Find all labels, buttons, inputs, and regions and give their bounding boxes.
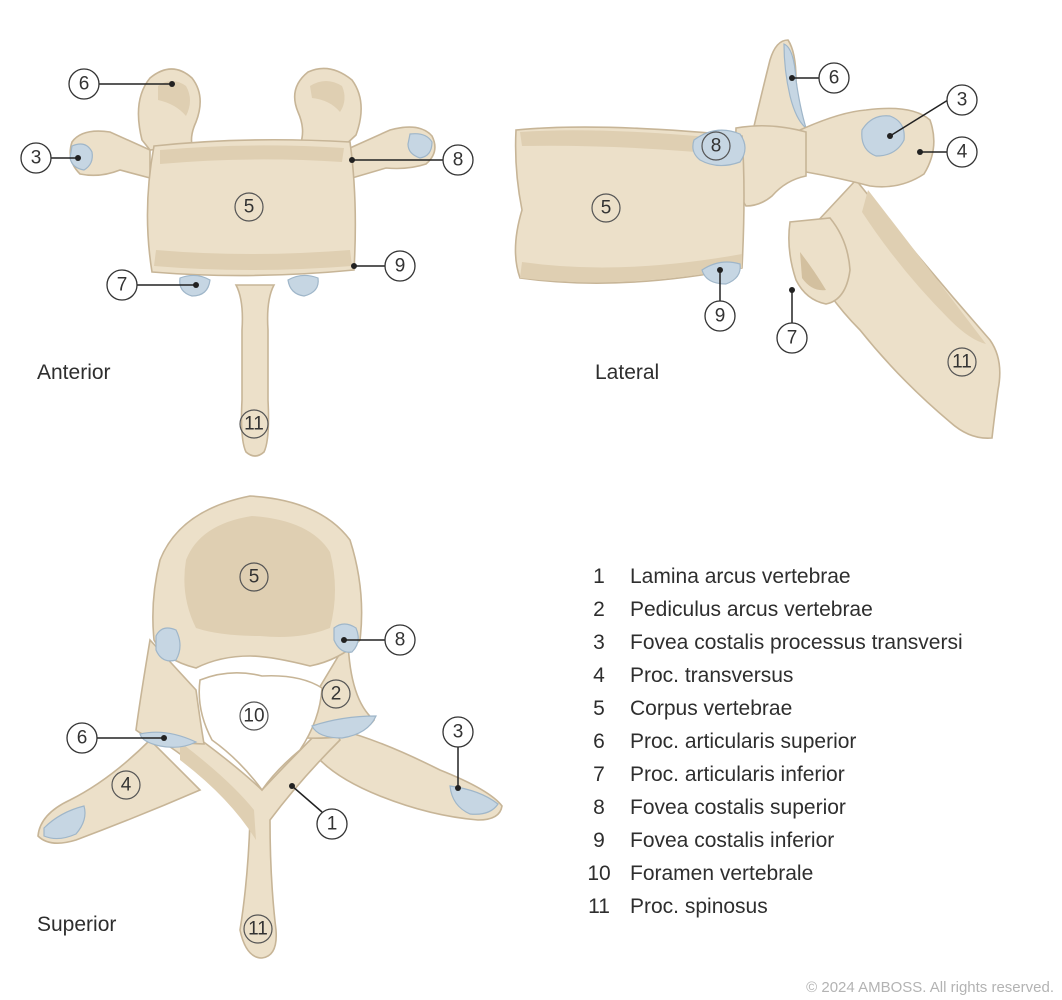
- legend-item: 5 Corpus vertebrae: [578, 692, 963, 725]
- svg-text:8: 8: [711, 136, 722, 157]
- superior-view-label: Superior: [37, 913, 117, 936]
- anterior-label-11: 11: [239, 409, 269, 439]
- svg-text:7: 7: [787, 328, 798, 349]
- legend-number: 3: [593, 630, 605, 654]
- legend-number: 5: [593, 696, 605, 720]
- superior-label-10: 10: [239, 701, 269, 731]
- superior-label-2: 2: [321, 679, 351, 709]
- svg-text:8: 8: [395, 630, 406, 651]
- legend-number: 4: [593, 663, 605, 687]
- svg-text:4: 4: [957, 142, 968, 163]
- copyright-notice: © 2024 AMBOSS. All rights reserved.: [806, 979, 1054, 996]
- legend-item: 10 Foramen vertebrale: [578, 857, 963, 890]
- svg-text:11: 11: [244, 414, 264, 435]
- callout-anterior-8: 8: [442, 144, 474, 176]
- legend-label: Proc. articularis superior: [630, 729, 857, 753]
- svg-text:2: 2: [331, 684, 342, 705]
- superior-label-5: 5: [239, 562, 269, 592]
- svg-text:5: 5: [601, 198, 612, 219]
- legend-label: Proc. transversus: [630, 663, 794, 687]
- legend-label: Fovea costalis superior: [630, 795, 846, 819]
- legend-item: 11 Proc. spinosus: [578, 890, 963, 923]
- legend: 1 Lamina arcus vertebrae 2 Pediculus arcus…: [578, 560, 963, 923]
- callout-lateral-4: 4: [946, 136, 978, 168]
- callout-lateral-3: 3: [946, 84, 978, 116]
- lateral-label-8: 8: [701, 131, 731, 161]
- legend-item: 4 Proc. transversus: [578, 659, 963, 692]
- superior-vertebra: [37, 495, 503, 959]
- legend-label: Fovea costalis processus transversi: [630, 630, 963, 654]
- legend-number: 8: [593, 795, 605, 819]
- legend-item: 2 Pediculus arcus vertebrae: [578, 593, 963, 626]
- callout-anterior-3: 3: [20, 142, 52, 174]
- svg-text:6: 6: [829, 68, 840, 89]
- callouts: 6 3 8 9 7 6 3 4 9 7 6 8 3 1: [20, 62, 978, 840]
- legend-label: Pediculus arcus vertebrae: [630, 597, 873, 621]
- anterior-view-label: Anterior: [37, 361, 111, 384]
- anterior-label-5: 5: [234, 192, 264, 222]
- svg-text:5: 5: [249, 567, 260, 588]
- svg-text:3: 3: [957, 90, 968, 111]
- callout-anterior-7: 7: [106, 269, 138, 301]
- legend-item: 7 Proc. articularis inferior: [578, 758, 963, 791]
- lateral-label-5: 5: [591, 193, 621, 223]
- lateral-vertebra: [514, 39, 1001, 439]
- legend-number: 9: [593, 828, 605, 852]
- legend-number: 6: [593, 729, 605, 753]
- anterior-vertebra: [69, 67, 436, 457]
- callout-anterior-9: 9: [384, 250, 416, 282]
- svg-text:3: 3: [31, 148, 42, 169]
- callout-anterior-6: 6: [68, 68, 100, 100]
- svg-text:11: 11: [952, 352, 972, 373]
- legend-label: Lamina arcus vertebrae: [630, 564, 851, 588]
- legend-item: 3 Fovea costalis processus transversi: [578, 626, 963, 659]
- legend-number: 10: [587, 861, 611, 885]
- in-bone-labels: 5 11 8 5 11 5 2 10 4 11: [111, 131, 977, 944]
- callout-lateral-7: 7: [776, 322, 808, 354]
- legend-item: 6 Proc. articularis superior: [578, 725, 963, 758]
- legend-label: Fovea costalis inferior: [630, 828, 835, 852]
- callout-lateral-6: 6: [818, 62, 850, 94]
- svg-text:3: 3: [453, 722, 464, 743]
- leader-lines: [50, 75, 949, 813]
- callout-lateral-9: 9: [704, 300, 736, 332]
- svg-text:9: 9: [715, 306, 726, 327]
- svg-text:1: 1: [327, 814, 338, 835]
- svg-text:5: 5: [244, 197, 255, 218]
- legend-number: 11: [588, 894, 610, 918]
- svg-text:7: 7: [117, 275, 128, 296]
- callout-superior-6: 6: [66, 722, 98, 754]
- callout-superior-3: 3: [442, 716, 474, 748]
- legend-number: 2: [593, 597, 605, 621]
- superior-label-11: 11: [243, 914, 273, 944]
- svg-text:8: 8: [453, 150, 464, 171]
- legend-label: Corpus vertebrae: [630, 696, 793, 720]
- svg-text:11: 11: [248, 919, 268, 940]
- svg-text:6: 6: [79, 74, 90, 95]
- svg-text:6: 6: [77, 728, 88, 749]
- svg-text:9: 9: [395, 256, 406, 277]
- callout-superior-1: 1: [316, 808, 348, 840]
- legend-label: Proc. articularis inferior: [630, 762, 845, 786]
- legend-item: 8 Fovea costalis superior: [578, 791, 963, 824]
- legend-number: 7: [593, 762, 605, 786]
- legend-label: Proc. spinosus: [630, 894, 768, 918]
- lateral-label-11: 11: [947, 347, 977, 377]
- svg-text:10: 10: [243, 706, 264, 727]
- svg-text:4: 4: [121, 775, 132, 796]
- legend-item: 9 Fovea costalis inferior: [578, 824, 963, 857]
- legend-label: Foramen vertebrale: [630, 861, 814, 885]
- legend-item: 1 Lamina arcus vertebrae: [578, 560, 963, 593]
- callout-superior-8: 8: [384, 624, 416, 656]
- superior-label-4: 4: [111, 770, 141, 800]
- lateral-view-label: Lateral: [595, 361, 660, 384]
- legend-number: 1: [593, 564, 605, 588]
